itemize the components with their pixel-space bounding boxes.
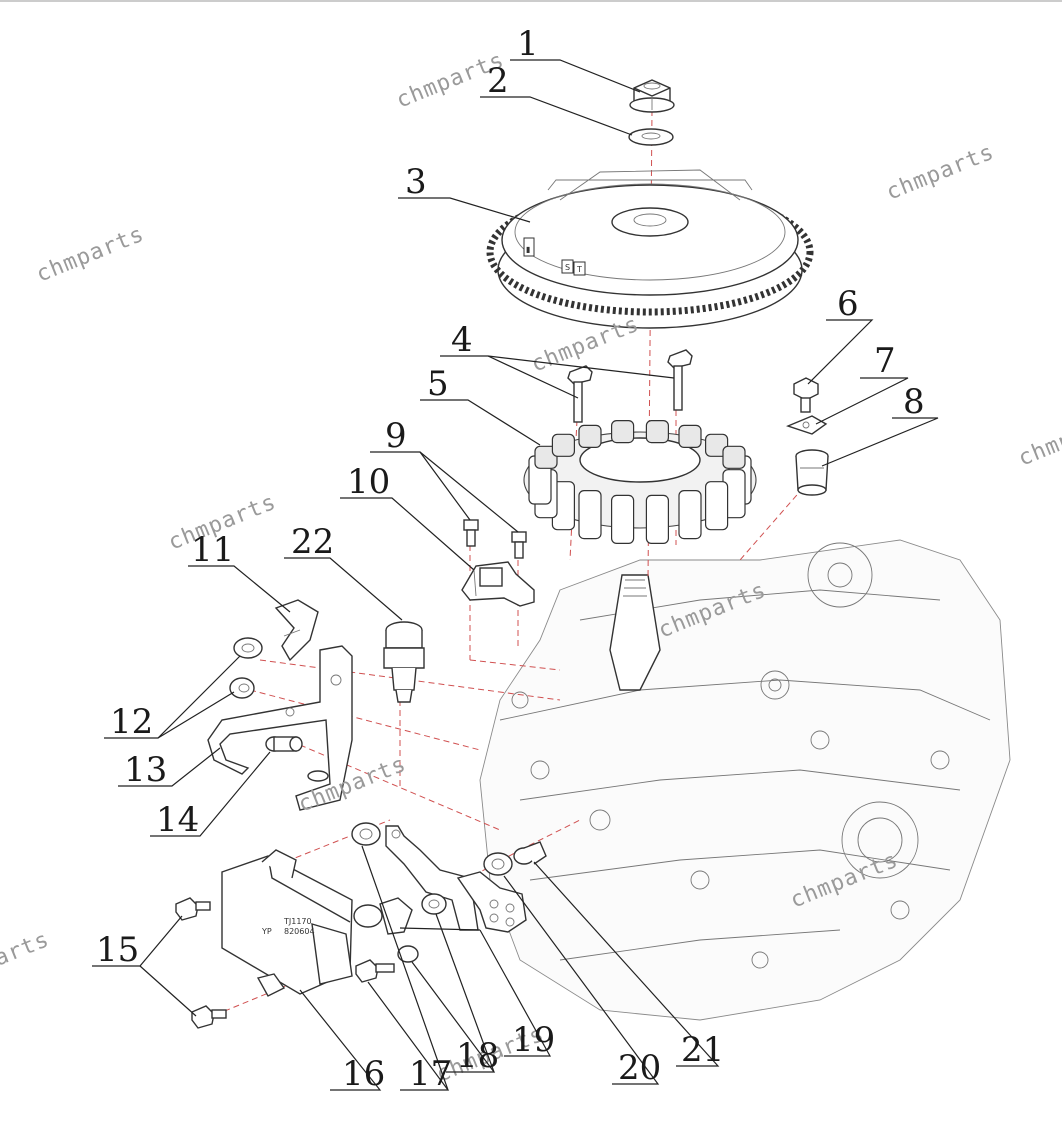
callout-3: 3 (405, 162, 427, 202)
stator-coil (610, 494, 635, 544)
part-19-terminal (353, 897, 413, 935)
part-21-grommet (513, 841, 547, 865)
part-ground-plate (385, 825, 527, 933)
crankshaft-end (609, 574, 661, 691)
callout-5: 5 (427, 364, 449, 404)
part-22-sender (383, 621, 425, 703)
stator-coil (678, 490, 702, 540)
part-2-washer (628, 128, 674, 146)
callout-leaders (92, 59, 939, 1091)
callout-16: 16 (342, 1054, 385, 1094)
callout-labels: 1 2 3 4 5 6 7 8 9 10 11 12 13 14 15 16 1… (96, 24, 925, 1094)
part-18-washer (397, 893, 447, 963)
stator-coil (578, 490, 602, 540)
stator-coil (551, 433, 576, 457)
regulator-code-2: 820604 (284, 927, 315, 936)
stator-coil (645, 494, 670, 544)
callout-17: 17 (409, 1054, 452, 1094)
part-9-screws (463, 519, 527, 559)
callout-14: 14 (156, 800, 199, 840)
part-13-bracket (207, 645, 353, 811)
callout-20: 20 (618, 1048, 661, 1088)
callout-19: 19 (512, 1020, 555, 1060)
part-12-clips (229, 637, 263, 699)
stator-coil (704, 481, 729, 531)
callout-13: 13 (124, 750, 167, 790)
part-5-stator (523, 420, 757, 544)
watermark-2: chmparts (883, 140, 998, 206)
part-8-grommet (795, 449, 829, 496)
callout-7: 7 (874, 341, 896, 381)
regulator-brand: YP (261, 927, 272, 936)
watermark-5: chmparts (1015, 406, 1062, 472)
flywheel-mark-s: S (565, 263, 570, 272)
callout-15: 15 (96, 930, 139, 970)
watermark-3: chmparts (33, 222, 148, 288)
stator-coil (704, 433, 729, 457)
callout-6: 6 (837, 284, 859, 324)
part-4-stator-bolts (567, 349, 693, 423)
callout-22: 22 (291, 522, 334, 562)
stator-coil (578, 424, 602, 448)
part-15-bolts (175, 897, 227, 1029)
stator-coil (722, 445, 746, 469)
callout-2: 2 (487, 61, 509, 101)
callout-10: 10 (347, 462, 390, 502)
part-11-clip (274, 599, 319, 662)
flywheel-mark-t: T (576, 265, 582, 274)
callout-1: 1 (517, 24, 539, 64)
engine-block (479, 539, 1011, 1021)
callout-4: 4 (451, 320, 473, 360)
part-10-sensor (461, 561, 535, 607)
part-20-bushing (483, 852, 513, 876)
part-14-collar (265, 736, 303, 752)
callout-18: 18 (456, 1036, 499, 1076)
callout-8: 8 (903, 382, 925, 422)
callout-11: 11 (191, 530, 234, 570)
part-16-regulator: TJ1170 820604 YP (221, 849, 353, 997)
regulator-code-1: TJ1170 (283, 917, 312, 926)
watermark-10: arts (0, 927, 53, 972)
stator-coil (645, 420, 670, 444)
callout-12: 12 (110, 702, 153, 742)
part-7-clamp (786, 415, 828, 435)
part-1-flywheel-nut (629, 79, 675, 113)
callout-21: 21 (681, 1030, 724, 1070)
part-17-bolt (351, 822, 395, 983)
part-3-flywheel: ▮ S T (486, 169, 814, 329)
stator-coil (534, 445, 558, 469)
stator-coil (678, 424, 702, 448)
stator-coil (610, 420, 635, 444)
part-6-screw (793, 377, 819, 413)
flywheel-mark-logo: ▮ (526, 245, 530, 254)
callout-9: 9 (385, 416, 407, 456)
